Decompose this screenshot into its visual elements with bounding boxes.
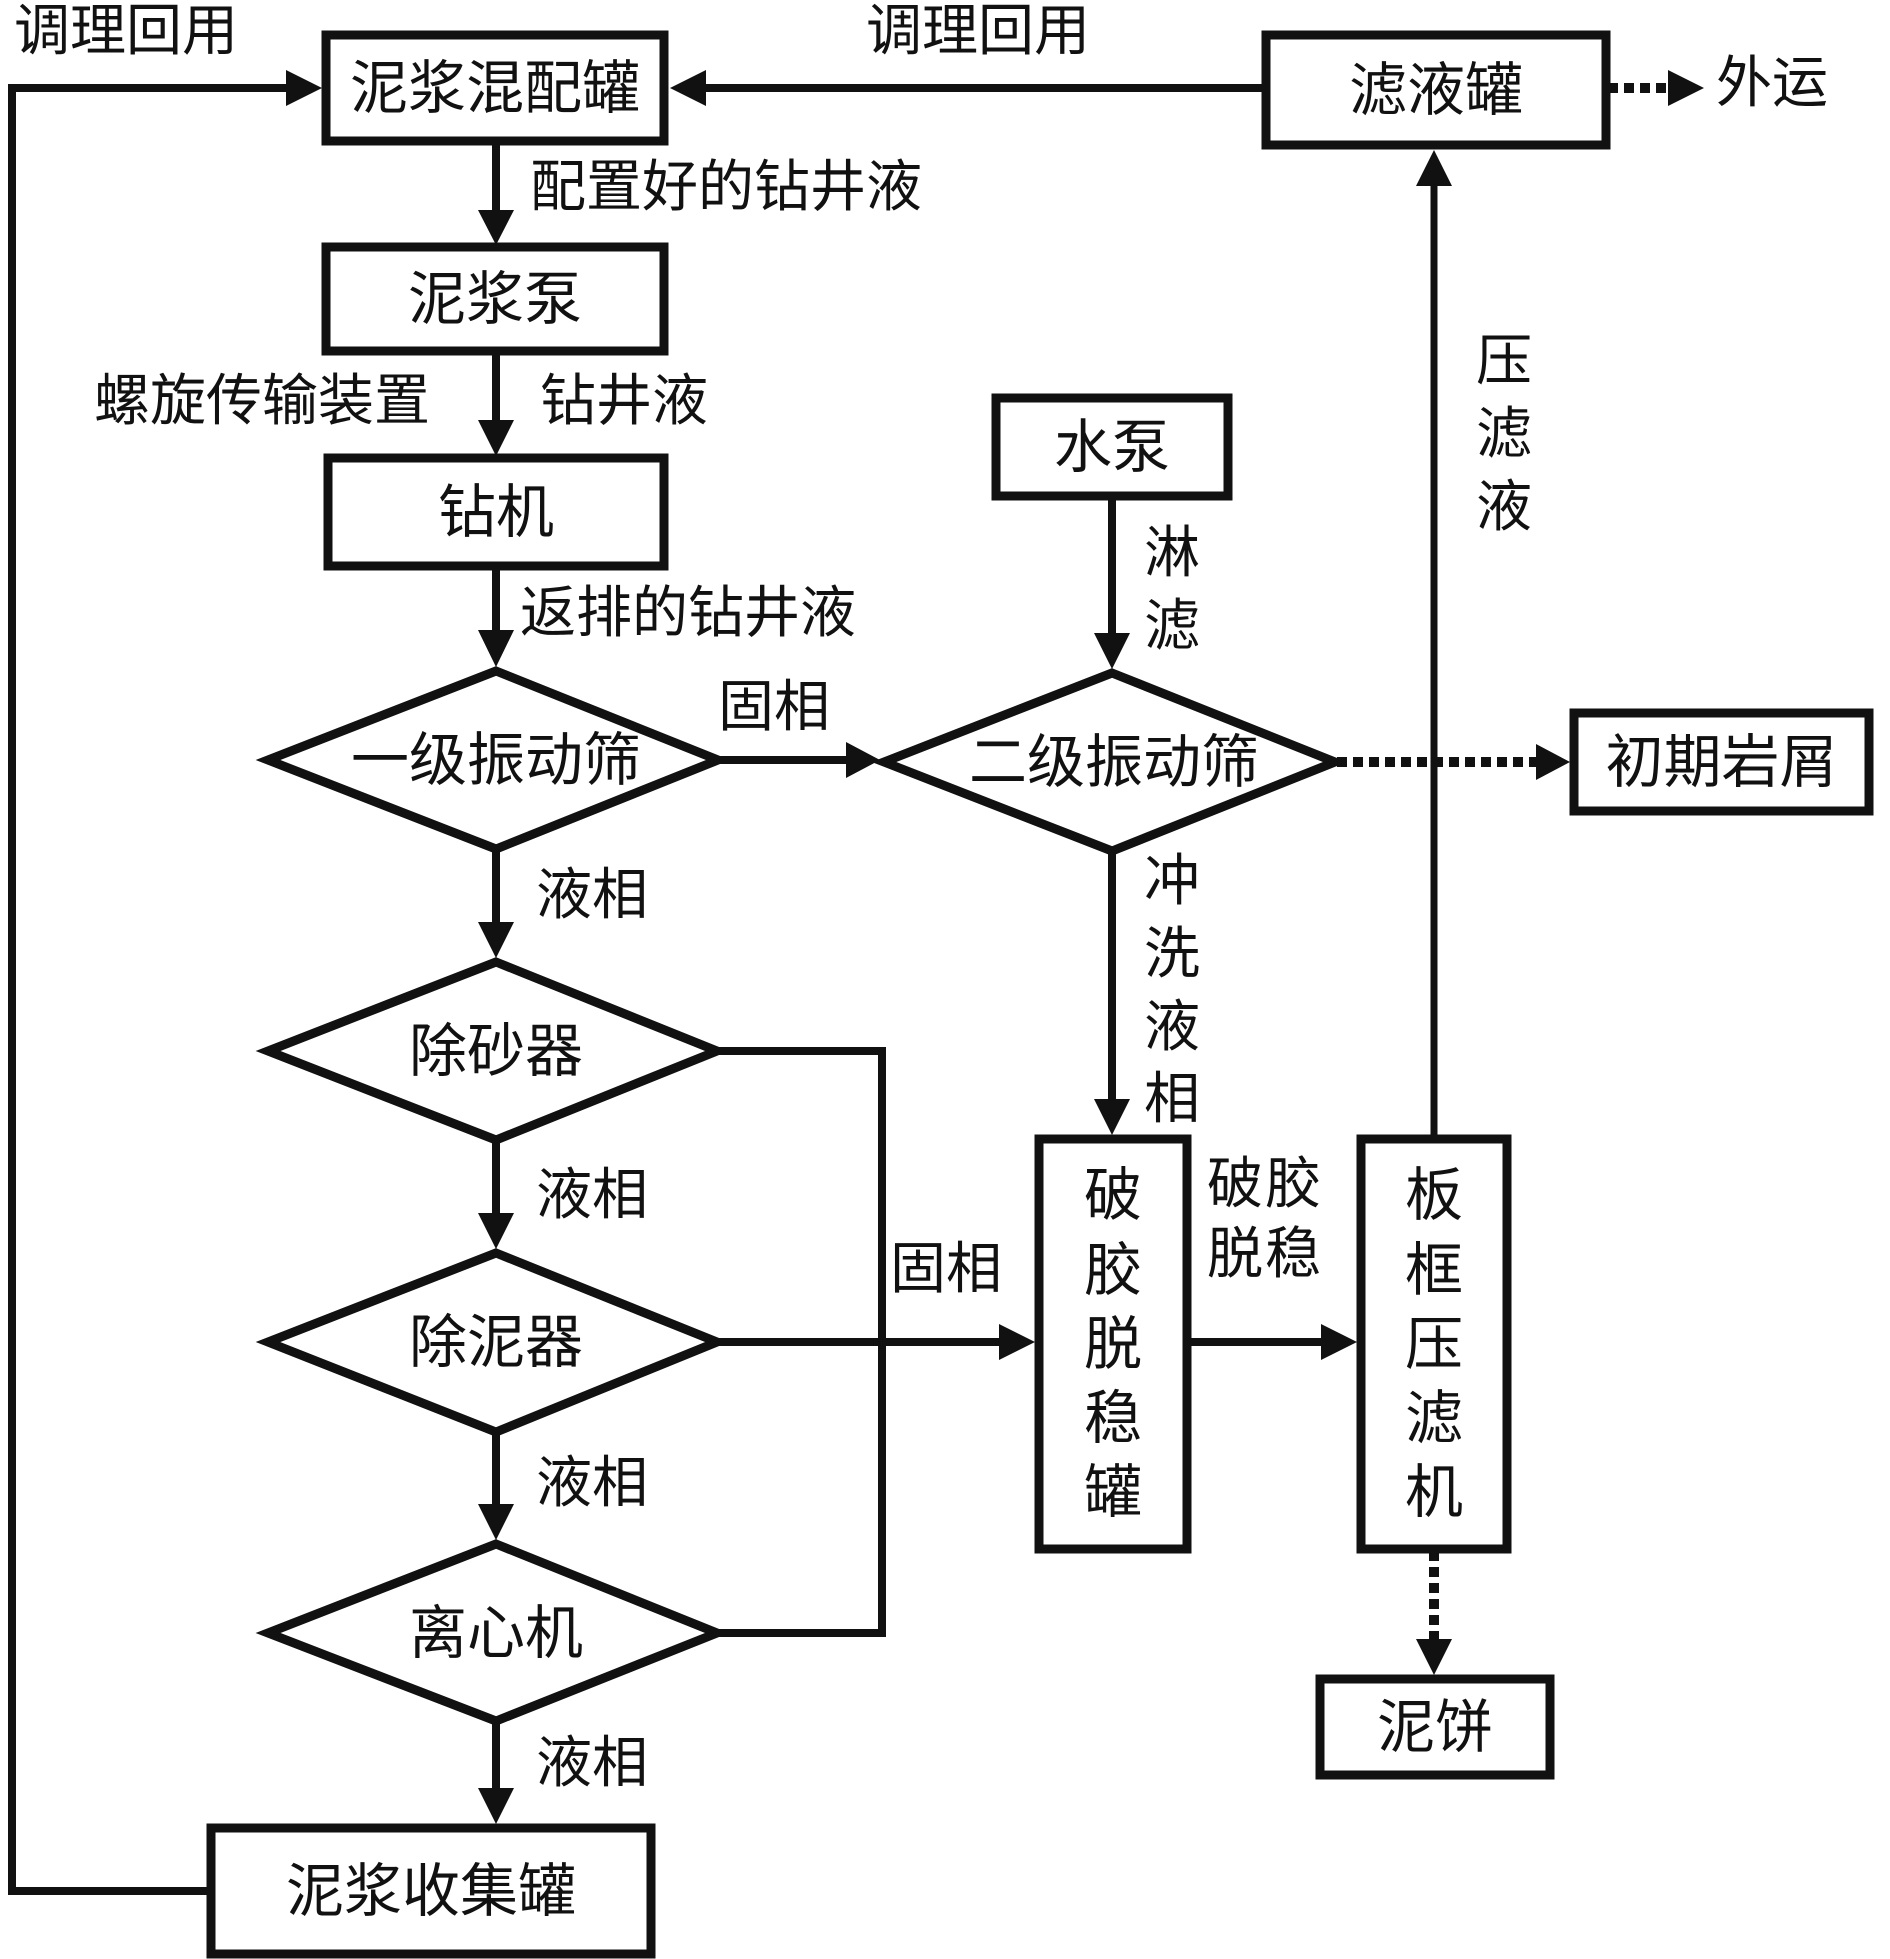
- screw-conveyor-label: 螺旋传输装置: [94, 369, 430, 434]
- arrowhead-icon: [1094, 633, 1130, 669]
- prepared-fluid-label: 配置好的钻井液: [530, 155, 922, 220]
- recycle-top-label: 调理回用: [866, 0, 1090, 64]
- mud-cake-box: [1315, 1674, 1555, 1780]
- desander-label: 除砂器: [408, 1017, 583, 1085]
- rinse-filter-label: 淋滤: [1144, 521, 1200, 659]
- filter-press-label: 板框压滤机: [1404, 1161, 1463, 1527]
- arrowhead-icon: [1094, 1099, 1130, 1135]
- arrowhead-icon: [1536, 744, 1570, 780]
- arrowhead-icon: [478, 922, 514, 958]
- initial-cuttings-box: [1569, 708, 1874, 816]
- arrowhead-icon: [846, 742, 880, 778]
- filtrate-tank-label: 滤液罐: [1348, 56, 1523, 124]
- liquid-phase-4-label: 液相: [536, 1731, 648, 1796]
- arrowhead-icon: [478, 1504, 514, 1540]
- arrowhead-icon: [286, 70, 322, 106]
- edge-collect-to-mix: [8, 84, 290, 1895]
- arrowhead-icon: [1321, 1324, 1357, 1360]
- arrowhead-icon: [1416, 150, 1452, 186]
- mud-pump-label: 泥浆泵: [407, 265, 582, 333]
- arrowhead-icon: [478, 1213, 514, 1249]
- arrowhead-icon: [1416, 1639, 1452, 1675]
- shaker-2-label: 二级振动筛: [968, 728, 1259, 796]
- desilter-label: 除泥器: [408, 1308, 583, 1376]
- recycle-left-label: 调理回用: [14, 0, 238, 64]
- rinse-liquid-label: 冲洗液相: [1144, 849, 1200, 1133]
- liquid-phase-2-label: 液相: [536, 1163, 648, 1228]
- initial-cuttings-label: 初期岩屑: [1605, 728, 1838, 796]
- break-tank-label: 破胶脱稳罐: [1083, 1161, 1142, 1527]
- arrowhead-icon: [1668, 70, 1704, 106]
- arrowhead-icon: [670, 70, 706, 106]
- arrowhead-icon: [478, 420, 514, 456]
- export-label: 外运: [1716, 51, 1828, 116]
- arrowhead-icon: [478, 1788, 514, 1824]
- arrowhead-icon: [478, 210, 514, 245]
- mud-cake-label: 泥饼: [1376, 1693, 1493, 1761]
- drilling-fluid-label: 钻井液: [540, 369, 708, 434]
- collect-tank-label: 泥浆收集罐: [285, 1857, 576, 1925]
- break-destabilize-label: 破胶脱稳: [1207, 1152, 1323, 1287]
- mix-tank-label: 泥浆混配罐: [349, 54, 640, 122]
- liquid-phase-3-label: 液相: [536, 1451, 648, 1516]
- centrifuge-label: 离心机: [408, 1599, 583, 1667]
- filtrate-press-label: 压滤液: [1476, 329, 1532, 540]
- liquid-phase-1-label: 液相: [536, 863, 648, 928]
- arrowhead-icon: [478, 630, 514, 667]
- arrowhead-icon: [999, 1324, 1035, 1360]
- water-pump-label: 水泵: [1053, 413, 1170, 481]
- shaker-1-label: 一级振动筛: [350, 726, 641, 794]
- solid-phase-2-label: 固相: [890, 1237, 1002, 1302]
- return-fluid-label: 返排的钻井液: [520, 581, 856, 646]
- solid-phase-1-label: 固相: [718, 675, 830, 740]
- drill-label: 钻机: [437, 478, 554, 546]
